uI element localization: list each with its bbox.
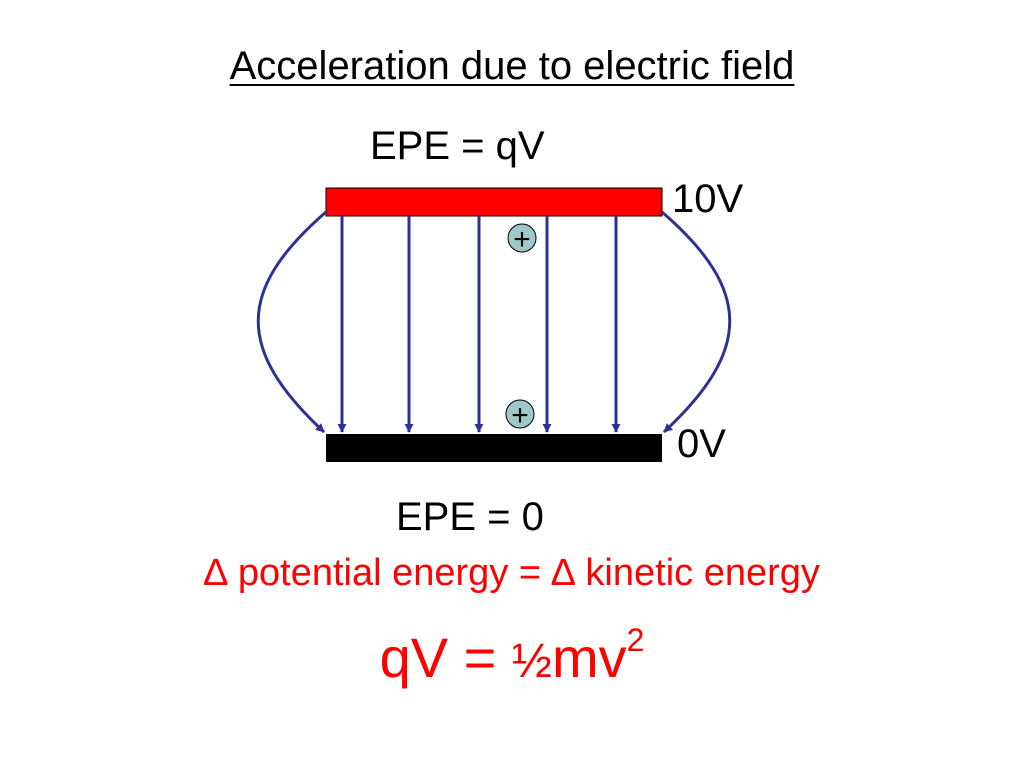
positive-plate xyxy=(325,187,663,217)
bottom-plate-voltage-label: 0V xyxy=(677,422,726,466)
negative-plate xyxy=(326,434,662,462)
energy-conservation-statement: ∆ potential energy = ∆ kinetic energy xyxy=(0,554,1024,592)
charge-sign: + xyxy=(511,399,529,432)
charge-bottom: + xyxy=(505,399,535,432)
kinetic-energy-formula: qV = ½mv2 xyxy=(0,624,1024,688)
charge-sign: + xyxy=(513,223,531,256)
slide-title: Acceleration due to electric field xyxy=(229,44,795,88)
fringe-field-line-left xyxy=(256,210,327,434)
formula-half: ½ xyxy=(511,635,552,688)
charge-top: + xyxy=(507,223,537,256)
formula-exponent: 2 xyxy=(626,622,645,658)
formula-mv: mv xyxy=(551,626,627,689)
statement-left: potential energy = xyxy=(227,552,552,594)
epe-bottom-label: EPE = 0 xyxy=(396,495,544,539)
delta-symbol: ∆ xyxy=(204,552,228,594)
top-plate-voltage-label: 10V xyxy=(672,177,744,221)
delta-symbol: ∆ xyxy=(551,552,575,594)
formula-lhs: qV = xyxy=(379,626,512,689)
statement-right: kinetic energy xyxy=(574,552,820,594)
fringe-field-line-right xyxy=(661,210,732,434)
field-lines xyxy=(256,210,732,434)
epe-top-label: EPE = qV xyxy=(370,124,545,168)
